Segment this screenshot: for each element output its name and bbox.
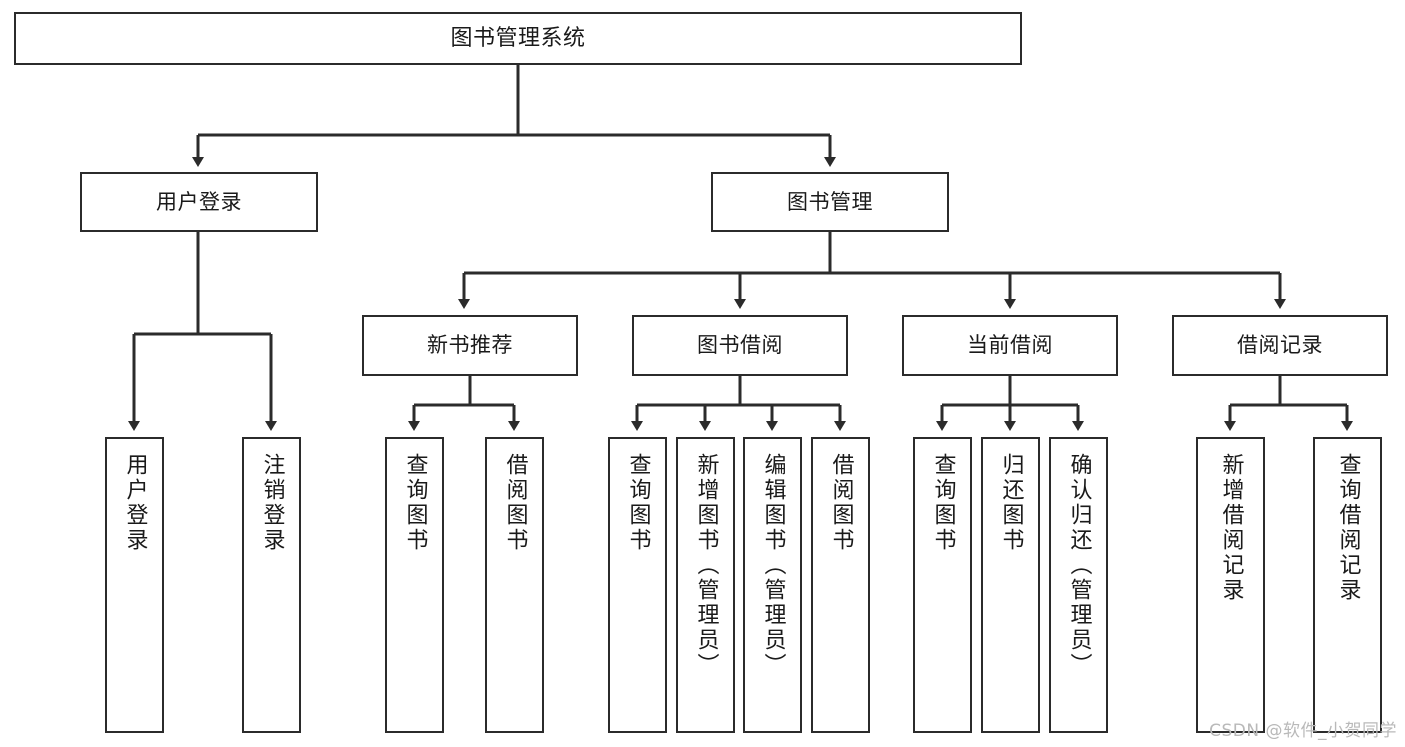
leaf-user-login-logout[interactable]: 注销登录 bbox=[242, 437, 301, 733]
node-label: 确认归还（管理员） bbox=[1066, 453, 1092, 678]
node-label: 借阅记录 bbox=[1237, 333, 1323, 358]
node-book-management[interactable]: 图书管理 bbox=[711, 172, 949, 232]
node-label: 图书管理系统 bbox=[450, 25, 586, 51]
node-label: 用户登录 bbox=[156, 189, 242, 214]
leaf-borrow-add-book-admin[interactable]: 新增图书（管理员） bbox=[676, 437, 735, 733]
node-label: 新书推荐 bbox=[427, 333, 513, 358]
leaf-user-login-login[interactable]: 用户登录 bbox=[105, 437, 164, 733]
leaf-borrow-query-book[interactable]: 查询图书 bbox=[608, 437, 667, 733]
node-label: 借阅图书 bbox=[828, 453, 854, 553]
node-label: 编辑图书（管理员） bbox=[760, 453, 786, 678]
node-label: 图书管理 bbox=[787, 189, 873, 214]
node-label: 新增借阅记录 bbox=[1218, 453, 1244, 603]
node-label: 当前借阅 bbox=[967, 333, 1053, 358]
node-label: 查询图书 bbox=[625, 453, 651, 553]
leaf-recommend-query-book[interactable]: 查询图书 bbox=[385, 437, 444, 733]
node-label: 查询借阅记录 bbox=[1335, 453, 1361, 603]
node-label: 查询图书 bbox=[930, 453, 956, 553]
node-user-login[interactable]: 用户登录 bbox=[80, 172, 318, 232]
leaf-current-return-book[interactable]: 归还图书 bbox=[981, 437, 1040, 733]
node-label: 归还图书 bbox=[998, 453, 1024, 553]
leaf-current-query-book[interactable]: 查询图书 bbox=[913, 437, 972, 733]
node-book-borrow[interactable]: 图书借阅 bbox=[632, 315, 848, 376]
leaf-record-query-record[interactable]: 查询借阅记录 bbox=[1313, 437, 1382, 733]
node-label: 借阅图书 bbox=[502, 453, 528, 553]
leaf-recommend-borrow-book[interactable]: 借阅图书 bbox=[485, 437, 544, 733]
leaf-borrow-edit-book-admin[interactable]: 编辑图书（管理员） bbox=[743, 437, 802, 733]
node-borrow-record[interactable]: 借阅记录 bbox=[1172, 315, 1388, 376]
leaf-borrow-borrow-book[interactable]: 借阅图书 bbox=[811, 437, 870, 733]
node-label: 用户登录 bbox=[122, 453, 148, 553]
leaf-record-add-record[interactable]: 新增借阅记录 bbox=[1196, 437, 1265, 733]
node-label: 图书借阅 bbox=[697, 333, 783, 358]
leaf-current-confirm-return-admin[interactable]: 确认归还（管理员） bbox=[1049, 437, 1108, 733]
node-book-management-system[interactable]: 图书管理系统 bbox=[14, 12, 1022, 65]
node-label: 查询图书 bbox=[402, 453, 428, 553]
node-current-borrow[interactable]: 当前借阅 bbox=[902, 315, 1118, 376]
node-label: 新增图书（管理员） bbox=[693, 453, 719, 678]
node-new-book-recommend[interactable]: 新书推荐 bbox=[362, 315, 578, 376]
node-label: 注销登录 bbox=[259, 453, 285, 553]
